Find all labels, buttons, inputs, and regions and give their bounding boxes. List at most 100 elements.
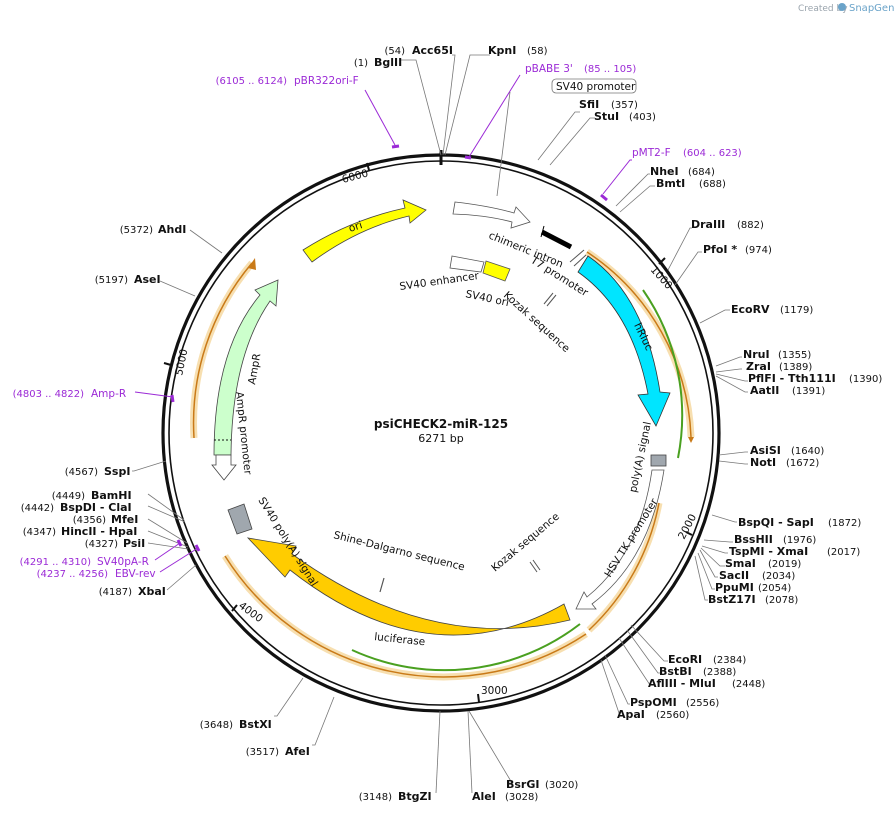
site-name-bsrgi: BsrGI	[506, 778, 539, 791]
site-name-pfoi: PfoI *	[703, 243, 737, 256]
orf-hrluc-line	[586, 251, 692, 438]
sv40-polya-box	[227, 503, 253, 535]
site-name-bglii: BglII	[374, 56, 402, 69]
tick-label-5000: 5000	[173, 348, 190, 377]
site-pos-ahdi: (5372)	[120, 225, 153, 236]
site-pos-xbai: (4187)	[99, 587, 132, 598]
primer-pos-pmt2-f: (604 .. 623)	[683, 148, 742, 159]
sv40-enhancer-box	[449, 255, 485, 273]
site-name-nrui: NruI	[743, 348, 770, 361]
tick-label-6000: 6000	[341, 167, 370, 186]
site-name-pflfi: PflFI - Tth111I	[748, 372, 836, 385]
site-name-afei: AfeI	[285, 745, 310, 758]
site-pos-smai: (2019)	[768, 559, 801, 570]
site-name-apai: ApaI	[617, 708, 645, 721]
kozak-top-mark-b	[546, 294, 557, 307]
primer-name-ebv-rev: EBV-rev	[115, 568, 156, 580]
site-pos-hincii: (4347)	[23, 527, 56, 538]
tick-mark-5000	[163, 362, 172, 366]
site-pos-afliii: (2448)	[732, 679, 765, 690]
site-pos-nhei: (684)	[688, 167, 715, 178]
credit-text: Created by	[798, 4, 848, 14]
site-name-aatii: AatII	[750, 384, 779, 397]
sv40-promoter-label: SV40 promoter	[556, 81, 636, 93]
site-pos-pflfi: (1390)	[849, 374, 882, 385]
t7-promoter-mark-b	[573, 254, 587, 267]
site-pos-kpni: (58)	[527, 46, 548, 57]
site-name-zrai: ZraI	[746, 360, 771, 373]
site-name-bmti: BmtI	[656, 177, 685, 190]
primer-name-pbr322ori-f: pBR322ori-F	[294, 75, 359, 87]
snapgene-logo-icon	[838, 3, 846, 11]
site-pos-noti: (1672)	[786, 458, 819, 469]
orf-ampr-line	[192, 262, 253, 439]
site-pos-btgzi: (3148)	[359, 792, 392, 803]
chimeric-intron-tick	[540, 225, 545, 238]
site-pos-bmti: (688)	[699, 179, 726, 190]
site-pos-psii: (4327)	[85, 539, 118, 550]
site-pos-sfii: (357)	[611, 100, 638, 111]
t7-promoter-mark-a	[569, 249, 585, 263]
site-name-psii: PsiI	[123, 537, 145, 550]
polya-signal-box	[650, 454, 667, 467]
site-pos-bstbi: (2388)	[703, 667, 736, 678]
site-pos-pspomi: (2556)	[686, 698, 719, 709]
site-name-ecori: EcoRI	[668, 653, 702, 666]
site-name-ahdi: AhdI	[158, 223, 186, 236]
site-pos-bsshii: (1976)	[783, 535, 816, 546]
site-pos-nrui: (1355)	[778, 350, 811, 361]
ori-arrow	[302, 199, 427, 263]
site-pos-mfei: (4356)	[73, 515, 106, 526]
site-pos-zrai: (1389)	[779, 362, 812, 373]
green-line-luciferase	[351, 623, 581, 672]
site-name-bspdi: BspDI - ClaI	[60, 501, 132, 514]
site-pos-acc65i: (54)	[384, 46, 405, 57]
kozak-bottom-mark-b	[532, 559, 541, 571]
site-name-alei: AleI	[472, 790, 496, 803]
site-pos-bamhi: (4449)	[52, 491, 85, 502]
site-pos-ecorv: (1179)	[780, 305, 813, 316]
site-pos-ecori: (2384)	[713, 655, 746, 666]
primer-name-pmt2-f: pMT2-F	[632, 147, 671, 159]
site-name-btgzi: BtgZI	[398, 790, 432, 803]
site-name-noti: NotI	[750, 456, 776, 469]
site-name-ecorv: EcoRV	[731, 303, 770, 316]
kozak-bottom-mark-a	[529, 561, 538, 573]
primer-pos-sv40pa-r: (4291 .. 4310)	[20, 557, 92, 568]
sv40-promoter-leader	[496, 91, 511, 197]
site-name-asisi: AsiSI	[750, 444, 781, 457]
site-labels: (54) Acc65I (1) BglII KpnI (58) SfiI (35…	[21, 44, 883, 803]
site-pos-tspmi: (2017)	[827, 547, 860, 558]
tick-mark-3000	[477, 693, 480, 703]
credit-brand: SnapGene	[849, 3, 895, 14]
site-pos-ppumi: (2054)	[758, 583, 791, 594]
orf-hrluc-arrowhead	[688, 437, 694, 443]
site-pos-pfoi: (974)	[745, 245, 772, 256]
primer-labels: (6105 .. 6124) pBR322ori-F pBABE 3' (85 …	[13, 63, 742, 580]
shine-dalgarno-label: Shine-Dalgarno sequence	[332, 529, 466, 573]
kozak-bottom-label: Kozak sequence	[489, 511, 562, 575]
tick-mark-6000	[366, 162, 370, 171]
sv40-promoter-box	[551, 78, 637, 94]
green-line-hrluc	[642, 289, 684, 459]
site-leader-lines	[132, 54, 748, 794]
hsv-tk-promoter-arrow	[575, 469, 665, 610]
site-name-xbai: XbaI	[138, 585, 166, 598]
site-pos-aatii: (1391)	[792, 386, 825, 397]
shine-dalgarno-mark	[379, 577, 385, 593]
site-name-bamhi: BamHI	[91, 489, 132, 502]
ampr-arrow	[213, 279, 279, 456]
primer-name-pbabe3: pBABE 3'	[525, 63, 573, 75]
chimeric-intron-bar	[540, 229, 573, 250]
site-name-hincii: HincII - HpaI	[61, 525, 137, 538]
site-pos-afei: (3517)	[246, 747, 279, 758]
site-name-bstbi: BstBI	[659, 665, 692, 678]
site-name-sspi: SspI	[104, 465, 130, 478]
tick-mark-2000	[685, 531, 693, 536]
orf-ampr-arrowhead	[248, 258, 256, 270]
site-pos-apai: (2560)	[656, 710, 689, 721]
site-pos-stui: (403)	[629, 112, 656, 123]
site-pos-bglii: (1)	[354, 58, 368, 69]
luciferase-label: luciferase	[374, 631, 426, 648]
site-name-pspomi: PspOMI	[630, 696, 677, 709]
